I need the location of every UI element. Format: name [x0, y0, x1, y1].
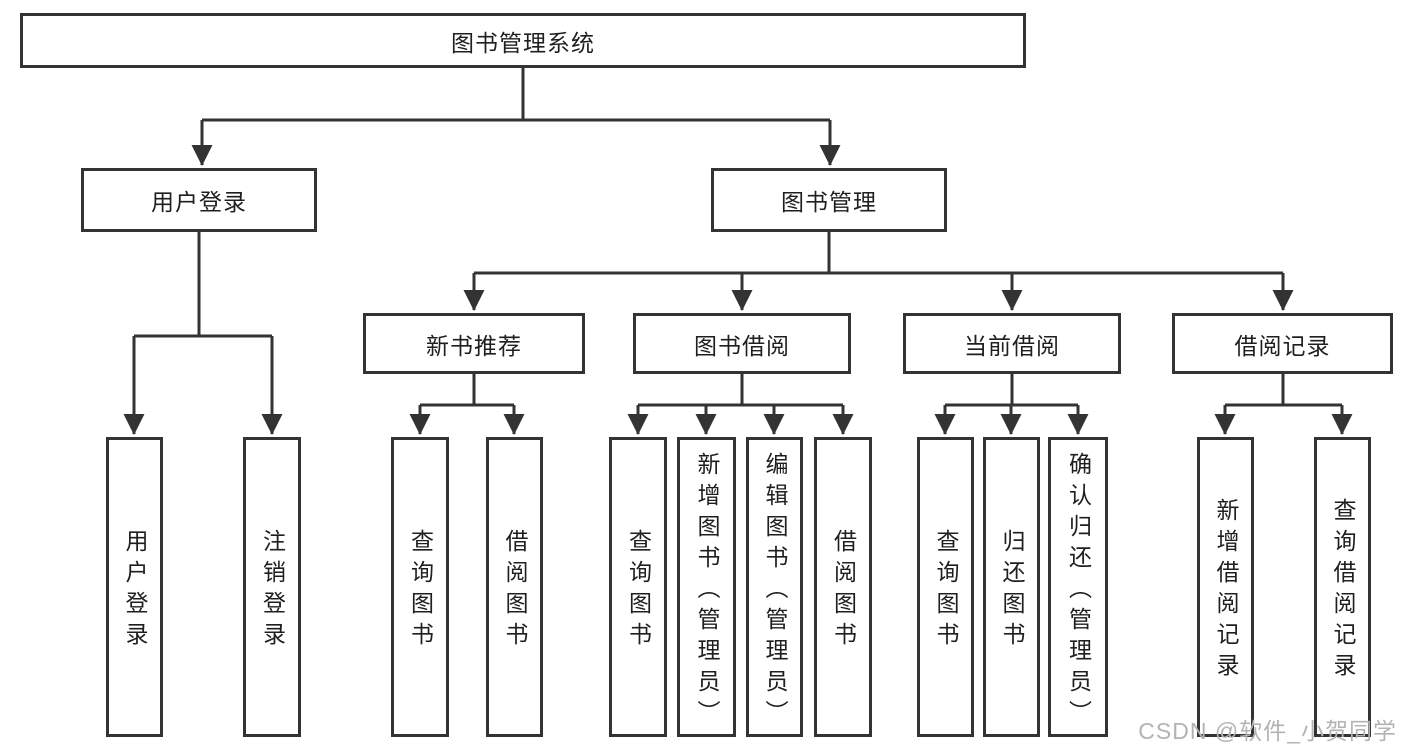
node-borrow-books-recommendation: 借阅图书 [486, 437, 543, 737]
node-borrowing-records: 借阅记录 [1172, 313, 1393, 374]
node-new-book-recommendation: 新书推荐 [363, 313, 585, 374]
node-return-books: 归还图书 [983, 437, 1040, 737]
node-confirm-return-admin: 确认归还（管理员） [1048, 437, 1108, 737]
node-user-login-branch: 用户登录 [81, 168, 317, 232]
node-borrow-books-leaf: 借阅图书 [814, 437, 872, 737]
node-query-books-current: 查询图书 [917, 437, 974, 737]
node-add-borrow-record: 新增借阅记录 [1197, 437, 1254, 737]
node-query-books-recommendation: 查询图书 [391, 437, 449, 737]
node-add-books-admin: 新增图书（管理员） [677, 437, 736, 737]
node-user-login-leaf: 用户登录 [106, 437, 163, 737]
node-query-borrow-record: 查询借阅记录 [1314, 437, 1371, 737]
csdn-watermark: CSDN @软件_小贺同学 [1138, 718, 1397, 744]
node-book-management-branch: 图书管理 [711, 168, 947, 232]
node-query-books-borrowing: 查询图书 [609, 437, 667, 737]
node-current-borrowing: 当前借阅 [903, 313, 1121, 374]
node-logout-leaf: 注销登录 [243, 437, 301, 737]
node-edit-books-admin: 编辑图书（管理员） [746, 437, 803, 737]
node-library-management-system: 图书管理系统 [20, 13, 1026, 68]
node-book-borrowing: 图书借阅 [633, 313, 851, 374]
